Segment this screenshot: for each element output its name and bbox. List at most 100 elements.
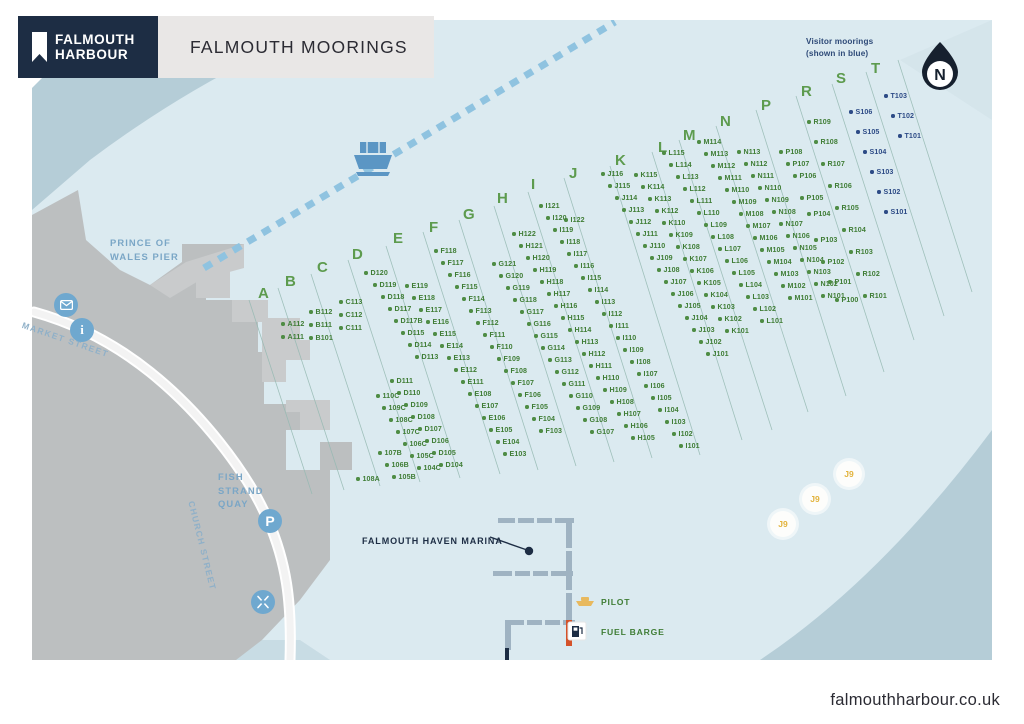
mooring-label-f110[interactable]: F110 (496, 342, 513, 351)
mooring-label-r109[interactable]: R109 (813, 117, 831, 126)
mooring-label-d117[interactable]: D117 (394, 304, 412, 313)
mooring-label-n101[interactable]: N101 (827, 291, 845, 300)
mooring-dot-k114[interactable] (641, 185, 645, 189)
mooring-dot-h116[interactable] (554, 304, 558, 308)
buoy-marker-3[interactable]: J9 (770, 511, 796, 537)
mooring-label-r107[interactable]: R107 (827, 159, 845, 168)
mooring-dot-p102[interactable] (821, 260, 825, 264)
mooring-label-m110[interactable]: M110 (731, 185, 750, 194)
mooring-label-h112[interactable]: H112 (588, 349, 606, 358)
mooring-dot-d111[interactable] (390, 379, 394, 383)
mooring-dot-i117[interactable] (567, 252, 571, 256)
mooring-label-i115[interactable]: I115 (587, 273, 602, 282)
mooring-dot-k101[interactable] (725, 329, 729, 333)
mooring-dot-h107[interactable] (617, 412, 621, 416)
mooring-label-r101[interactable]: R101 (869, 291, 887, 300)
mooring-dot-i119[interactable] (553, 228, 557, 232)
mooring-dot-104c[interactable] (417, 466, 421, 470)
mooring-label-b101[interactable]: B101 (315, 333, 333, 342)
mooring-dot-g114[interactable] (541, 346, 545, 350)
mooring-label-i119[interactable]: I119 (559, 225, 574, 234)
mooring-label-g115[interactable]: G115 (540, 331, 558, 340)
mooring-label-s106[interactable]: S106 (855, 107, 873, 116)
mooring-dot-e105[interactable] (489, 428, 493, 432)
mooring-dot-i103[interactable] (665, 420, 669, 424)
mooring-label-n111[interactable]: N111 (757, 171, 775, 180)
mooring-dot-e103[interactable] (503, 452, 507, 456)
mooring-label-i103[interactable]: I103 (671, 417, 686, 426)
mooring-label-l111[interactable]: L111 (696, 196, 713, 205)
mooring-label-g120[interactable]: G120 (505, 271, 524, 280)
mooring-label-f115[interactable]: F115 (461, 282, 478, 291)
mooring-dot-k107[interactable] (683, 257, 687, 261)
information-icon[interactable]: i (70, 318, 94, 342)
mooring-label-i122[interactable]: I122 (570, 215, 585, 224)
mooring-dot-b101[interactable] (309, 336, 313, 340)
mooring-dot-h114[interactable] (568, 328, 572, 332)
mooring-dot-f104[interactable] (532, 417, 536, 421)
mooring-label-i113[interactable]: I113 (601, 297, 616, 306)
mooring-dot-110c[interactable] (376, 394, 380, 398)
mooring-label-i120[interactable]: I120 (552, 213, 567, 222)
mooring-dot-k113[interactable] (648, 197, 652, 201)
mooring-dot-s105[interactable] (856, 130, 860, 134)
mooring-label-m106[interactable]: M106 (759, 233, 778, 242)
mooring-dot-m101[interactable] (788, 296, 792, 300)
mooring-dot-r106[interactable] (828, 184, 832, 188)
mooring-dot-m106[interactable] (753, 236, 757, 240)
mooring-dot-s103[interactable] (870, 170, 874, 174)
mooring-dot-n104[interactable] (800, 258, 804, 262)
mooring-dot-g111[interactable] (562, 382, 566, 386)
mooring-label-p101[interactable]: P101 (834, 277, 852, 286)
mooring-dot-i102[interactable] (672, 432, 676, 436)
mooring-dot-l106[interactable] (725, 259, 729, 263)
mooring-dot-i106[interactable] (644, 384, 648, 388)
mooring-dot-105b[interactable] (392, 475, 396, 479)
mooring-dot-n112[interactable] (744, 162, 748, 166)
mooring-dot-i120[interactable] (546, 216, 550, 220)
mooring-label-g117[interactable]: G117 (526, 307, 544, 316)
mooring-dot-h115[interactable] (561, 316, 565, 320)
mooring-dot-g115[interactable] (534, 334, 538, 338)
mooring-label-k101[interactable]: K101 (731, 326, 749, 335)
mooring-dot-m112[interactable] (711, 164, 715, 168)
mooring-dot-m111[interactable] (718, 176, 722, 180)
mooring-label-108a[interactable]: 108A (362, 474, 380, 483)
mooring-dot-i112[interactable] (602, 312, 606, 316)
mooring-label-d120[interactable]: D120 (370, 268, 388, 277)
mooring-label-e118[interactable]: E118 (418, 293, 436, 302)
mooring-label-k107[interactable]: K107 (689, 254, 707, 263)
mooring-dot-h119[interactable] (533, 268, 537, 272)
mooring-label-h114[interactable]: H114 (574, 325, 592, 334)
mooring-dot-i104[interactable] (658, 408, 662, 412)
mooring-dot-d117[interactable] (388, 307, 392, 311)
mooring-dot-f116[interactable] (448, 273, 452, 277)
mooring-dot-106b[interactable] (385, 463, 389, 467)
mooring-dot-i113[interactable] (595, 300, 599, 304)
mooring-label-r102[interactable]: R102 (862, 269, 880, 278)
mooring-dot-i109[interactable] (623, 348, 627, 352)
mooring-label-p104[interactable]: P104 (813, 209, 831, 218)
mooring-dot-h117[interactable] (547, 292, 551, 296)
mooring-dot-t101[interactable] (898, 134, 902, 138)
mooring-dot-h122[interactable] (512, 232, 516, 236)
mooring-label-j108[interactable]: J108 (663, 265, 680, 274)
mooring-dot-e108[interactable] (468, 392, 472, 396)
mooring-label-d109[interactable]: D109 (410, 400, 428, 409)
mooring-label-h109[interactable]: H109 (609, 385, 627, 394)
mooring-label-l102[interactable]: L102 (759, 304, 777, 313)
mooring-label-g118[interactable]: G118 (519, 295, 537, 304)
mooring-label-c112[interactable]: C112 (345, 310, 363, 319)
mooring-dot-i105[interactable] (651, 396, 655, 400)
mooring-label-p103[interactable]: P103 (820, 235, 838, 244)
mooring-dot-d104[interactable] (439, 463, 443, 467)
mooring-label-i114[interactable]: I114 (594, 285, 609, 294)
mooring-label-m112[interactable]: M112 (717, 161, 736, 170)
mooring-label-j102[interactable]: J102 (705, 337, 722, 346)
mooring-label-g110[interactable]: G110 (575, 391, 593, 400)
mooring-dot-g108[interactable] (583, 418, 587, 422)
mooring-dot-m103[interactable] (774, 272, 778, 276)
mooring-dot-e107[interactable] (475, 404, 479, 408)
mooring-label-d108[interactable]: D108 (417, 412, 435, 421)
mooring-dot-m114[interactable] (697, 140, 701, 144)
